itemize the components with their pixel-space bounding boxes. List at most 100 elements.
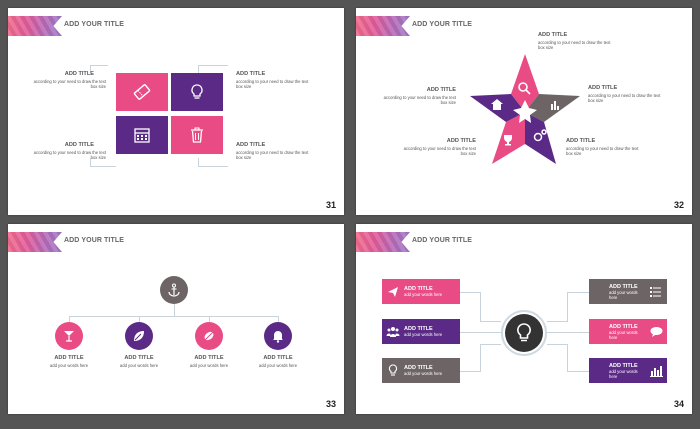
connector [174,304,175,316]
bell-icon [273,331,283,343]
item-title: ADD TITLE [538,32,568,38]
item-title: ADD TITLE [609,283,638,290]
item-text: according to your need to draw the text … [383,95,456,105]
calendar-icon [134,128,150,143]
tile-lightbulb[interactable] [171,73,223,111]
connector [547,344,568,345]
slide-number: 31 [325,200,336,210]
connector [139,316,140,322]
item-title: ADD TITLE [263,355,293,361]
item-text: according to your need to draw the text … [33,79,106,89]
item-text: add your words here [404,332,443,337]
connector [460,292,480,293]
lightbulb-icon [191,84,203,99]
people-icon [386,326,400,337]
connector [198,166,228,167]
slide-title: ADD YOUR TITLE [412,21,472,28]
title-ribbon [8,232,62,252]
connector [209,316,210,322]
slide-33[interactable]: ADD YOUR TITLE ADD TITLE add your words … [8,224,344,414]
item-text: add your words here [609,368,638,379]
connector [198,65,199,73]
connector [547,321,568,322]
title-ribbon [356,232,410,252]
item-title: ADD TITLE [426,87,456,93]
title-ribbon [8,16,62,36]
item-title: ADD TITLE [236,71,266,77]
item-text: according to your need to draw the text … [566,146,639,156]
item-title: ADD TITLE [404,365,433,371]
paper-plane-icon [388,286,398,297]
connector [547,332,589,333]
slide-number: 34 [673,399,684,409]
connector [480,292,481,321]
connector [198,158,199,166]
connector [567,371,589,372]
connector [480,321,501,322]
item-title: ADD TITLE [64,142,94,148]
bar-chart-icon [551,101,559,110]
item-title: ADD TITLE [404,286,433,292]
connector [90,158,91,166]
connector [460,332,501,333]
item-title: ADD TITLE [194,355,224,361]
lightbulb-icon [388,364,398,376]
connector [567,292,568,321]
connector [69,316,70,322]
connector [69,316,278,317]
slide-number: 33 [325,399,336,409]
tile-trash[interactable] [171,116,223,154]
node[interactable] [55,322,83,350]
connector [567,344,568,372]
item-title: ADD TITLE [236,142,266,148]
trophy-icon [504,135,512,146]
node[interactable] [264,322,292,350]
ticket-icon [133,84,151,100]
node[interactable] [195,322,223,350]
root-node[interactable] [160,276,188,304]
item-title: ADD TITLE [609,323,638,330]
item-text: add your words here [404,371,443,376]
connector [278,316,279,322]
item-text: according to your need to draw the text … [236,79,309,89]
connector [567,292,589,293]
center-node[interactable] [501,310,547,356]
bar-chart-icon [649,365,663,377]
item-text: according to your need to draw the text … [236,150,309,160]
tile-ticket[interactable] [116,73,168,111]
slide-title: ADD YOUR TITLE [64,237,124,244]
slide-32[interactable]: ADD YOUR TITLE ADD TITLE according to yo… [356,8,692,215]
item-text: according to your need to draw the text … [403,146,476,156]
item-text: add your words here [189,363,229,368]
leaf-icon [134,331,144,341]
connector [480,344,501,345]
slide-title: ADD YOUR TITLE [412,237,472,244]
item-title: ADD TITLE [446,138,476,144]
node[interactable] [125,322,153,350]
star-puzzle [470,54,580,164]
item-text: add your words here [49,363,89,368]
slide-31[interactable]: ADD YOUR TITLE ADD TITLE according to yo… [8,8,344,215]
item-text: add your words here [404,292,443,297]
connector [480,344,481,372]
leaf-oval-icon [204,331,214,341]
connector [90,166,116,167]
item-text: according to your need to draw the text … [33,150,106,160]
home-icon [491,99,503,110]
item-title: ADD TITLE [609,362,638,369]
item-title: ADD TITLE [64,71,94,77]
title-ribbon [356,16,410,36]
item-title: ADD TITLE [566,138,596,144]
item-title: ADD TITLE [124,355,154,361]
anchor-icon [168,283,180,297]
tile-calendar[interactable] [116,116,168,154]
item-text: according to your need to draw the text … [588,93,661,103]
connector [198,65,228,66]
